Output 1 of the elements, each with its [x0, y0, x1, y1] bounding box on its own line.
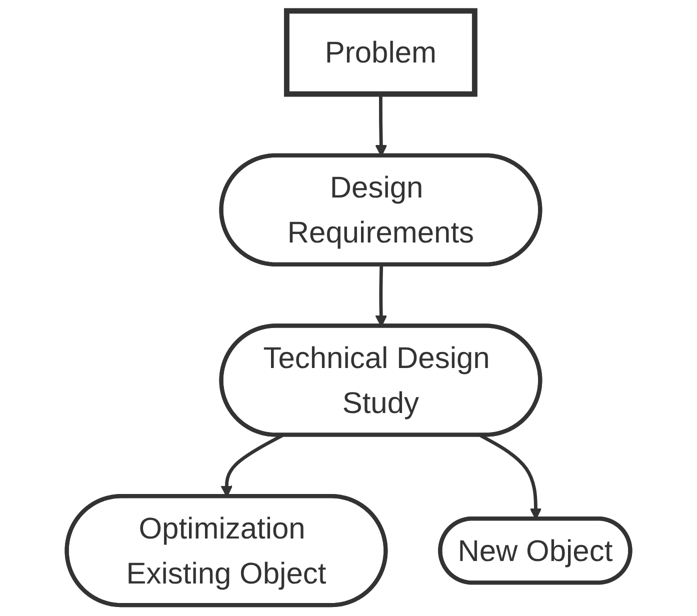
node-box: Problem: [284, 8, 478, 97]
